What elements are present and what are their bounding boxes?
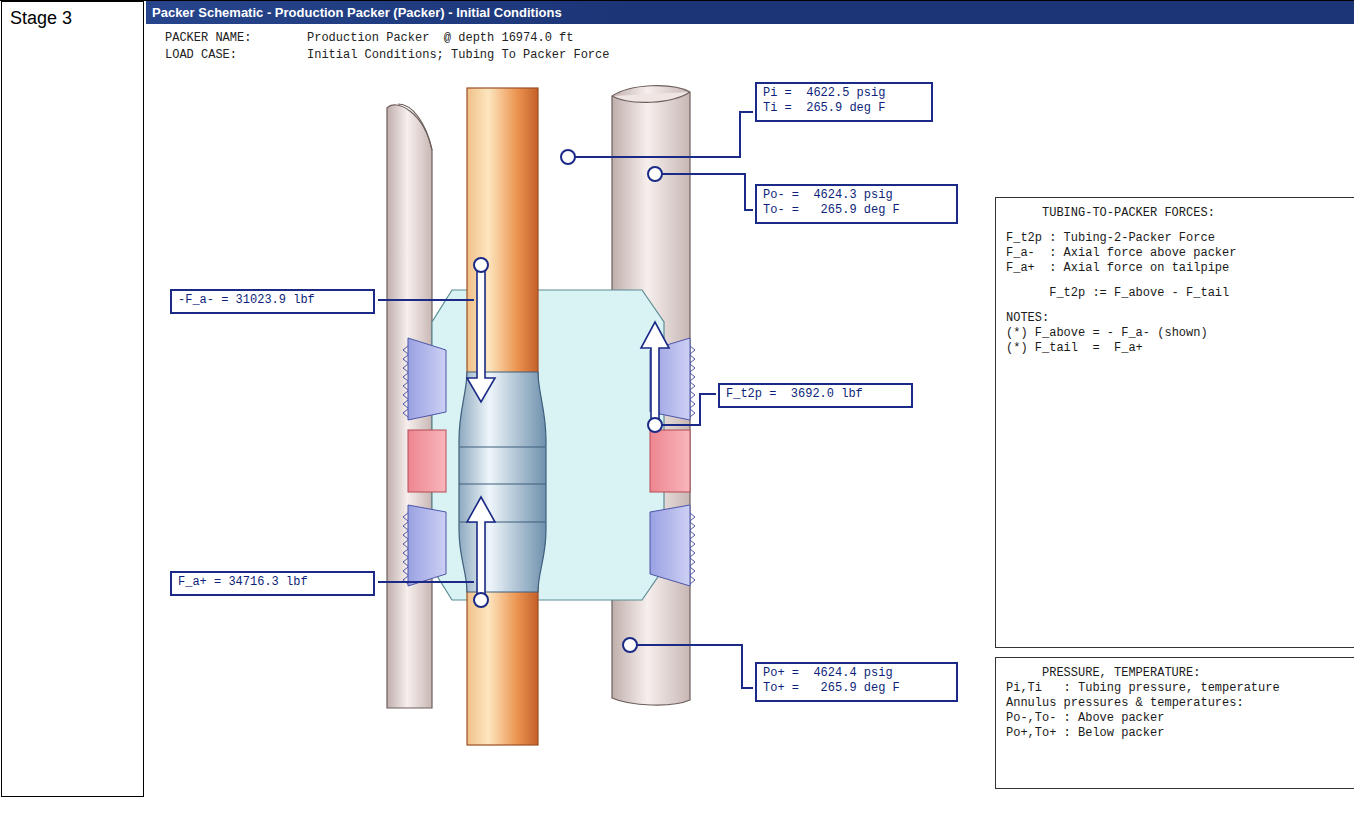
legend-line: F_a+ : Axial force on tailpipe — [1006, 261, 1229, 276]
field-name: PACKER NAME: — [165, 31, 251, 46]
slip-tooth — [690, 558, 695, 566]
leader-lines — [378, 112, 753, 688]
legend-line: Annulus pressures & temperatures: — [1006, 696, 1244, 711]
slip-tooth — [690, 549, 695, 557]
slip-tooth — [690, 540, 695, 548]
slip-tooth — [403, 346, 408, 354]
force-above-callout: -F_a- = 31023.9 lbf — [170, 289, 375, 314]
slip-tooth — [690, 373, 695, 381]
legend-line: Pi,Ti : Tubing pressure, temperature — [1006, 681, 1280, 696]
slip-tooth — [690, 531, 695, 539]
callout-value: To+ = 265.9 deg F — [763, 681, 900, 696]
force-arrows — [467, 265, 669, 600]
slip-tooth — [690, 513, 695, 521]
slip-tooth — [403, 540, 408, 548]
tailpipe-force-callout: F_a+ = 34716.3 lbf — [170, 571, 375, 596]
slip-tooth — [403, 549, 408, 557]
slip-tooth — [690, 522, 695, 530]
legend-line: Po+,To+ : Below packer — [1006, 726, 1164, 741]
legend-line: NOTES: — [1006, 311, 1049, 326]
mandrel — [459, 372, 546, 592]
callout-value: Ti = 265.9 deg F — [763, 101, 885, 116]
slip-tooth — [403, 522, 408, 530]
slip-tooth — [690, 382, 695, 390]
slip-tooth — [403, 567, 408, 575]
slip-tooth — [403, 373, 408, 381]
slip-tooth — [690, 355, 695, 363]
leader-dots — [474, 150, 662, 652]
slip-tooth — [690, 409, 695, 417]
legend-line: F_t2p := F_above - F_tail — [1049, 286, 1229, 301]
legend-line: PRESSURE, TEMPERATURE: — [1042, 666, 1200, 681]
legend-line: TUBING-TO-PACKER FORCES: — [1042, 206, 1215, 221]
title-bar: Packer Schematic - Production Packer (Pa… — [146, 1, 1354, 24]
callout-value: F_t2p = 3692.0 lbf — [726, 387, 863, 402]
slip-tooth — [690, 400, 695, 408]
field-value: Production Packer @ depth 16974.0 ft — [307, 31, 573, 46]
stage-label: Stage 3 — [10, 8, 72, 29]
pressure-legend-panel: PRESSURE, TEMPERATURE:Pi,Ti : Tubing pre… — [995, 657, 1354, 789]
callout-value: Po+ = 4624.4 psig — [763, 666, 893, 681]
legend-line: Po-,To- : Above packer — [1006, 711, 1164, 726]
slip-tooth — [403, 513, 408, 521]
slip-tooth — [403, 391, 408, 399]
legend-line: F_a- : Axial force above packer — [1006, 246, 1236, 261]
tubing-callout: Pi = 4622.5 psigTi = 265.9 deg F — [755, 82, 933, 122]
field-name: LOAD CASE: — [165, 48, 237, 63]
slip-tooth — [690, 567, 695, 575]
slip-tooth — [403, 382, 408, 390]
legend-line: (*) F_above = - F_a- (shown) — [1006, 326, 1208, 341]
callout-value: Po- = 4624.3 psig — [763, 188, 893, 203]
stage-cell: Stage 3 — [1, 1, 144, 797]
t2p-force-callout: F_t2p = 3692.0 lbf — [718, 383, 913, 408]
slip-tooth — [403, 409, 408, 417]
legend-line: F_t2p : Tubing-2-Packer Force — [1006, 231, 1215, 246]
slip-tooth — [403, 400, 408, 408]
legend-line: (*) F_tail = F_a+ — [1006, 341, 1143, 356]
slip-tooth — [690, 346, 695, 354]
forces-legend-panel: TUBING-TO-PACKER FORCES: F_t2p : Tubing-2… — [995, 197, 1354, 648]
slip-tooth — [403, 531, 408, 539]
callout-value: Pi = 4622.5 psig — [763, 86, 885, 101]
slip-tooth — [403, 364, 408, 372]
slip-tooth — [403, 558, 408, 566]
slip-tooth — [690, 364, 695, 372]
callout-value: -F_a- = 31023.9 lbf — [178, 293, 315, 308]
annulus-above-callout: Po- = 4624.3 psigTo- = 265.9 deg F — [755, 184, 958, 224]
slip-tooth — [690, 576, 695, 584]
callout-value: To- = 265.9 deg F — [763, 203, 900, 218]
callout-value: F_a+ = 34716.3 lbf — [178, 575, 308, 590]
packer-seals — [408, 430, 690, 492]
title-text: Packer Schematic - Production Packer (Pa… — [146, 1, 562, 24]
annulus-below-callout: Po+ = 4624.4 psigTo+ = 265.9 deg F — [755, 662, 958, 702]
slip-tooth — [403, 355, 408, 363]
field-value: Initial Conditions; Tubing To Packer For… — [307, 48, 609, 63]
slip-tooth — [690, 391, 695, 399]
